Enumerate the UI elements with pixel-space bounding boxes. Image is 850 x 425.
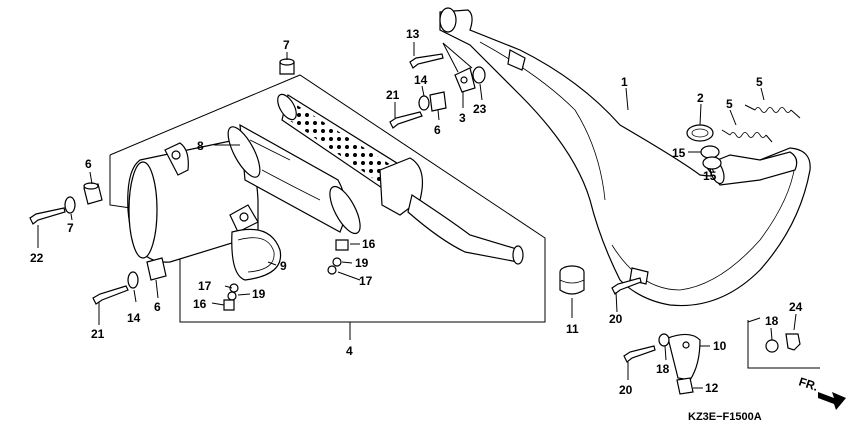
- spring-5a: [744, 104, 801, 119]
- bolt-21-lower: [92, 285, 129, 305]
- callout-1: 1: [621, 75, 628, 89]
- callout-2: 2: [697, 91, 704, 105]
- collar-18-mid: [658, 333, 670, 347]
- bolt-13: [409, 53, 444, 69]
- expansion-chamber: [439, 7, 811, 307]
- callout-3: 3: [459, 111, 466, 125]
- nut-24-detail: [785, 333, 801, 351]
- front-direction-arrow-icon: [818, 392, 846, 410]
- bolt-20-lower: [623, 345, 656, 363]
- grommet-7-top: [279, 58, 295, 75]
- o-ring-15a: [700, 145, 720, 159]
- muffler-outer-shell: [127, 139, 259, 263]
- callout-24: 24: [789, 300, 803, 314]
- callout-12: 12: [705, 381, 719, 395]
- callout-11: 11: [566, 322, 579, 336]
- callout-16a: 16: [362, 237, 376, 251]
- collar-23: [472, 66, 486, 84]
- callout-13: 13: [406, 27, 420, 41]
- muffler-assembly-outline: [109, 74, 546, 340]
- callout-7a: 7: [283, 38, 290, 52]
- washer-14-lower: [127, 271, 139, 289]
- leader-lines: [37, 42, 797, 389]
- washer-14-top: [418, 95, 430, 111]
- detail-box: [747, 317, 820, 369]
- callout-19b: 19: [252, 287, 266, 301]
- callout-4: 4: [346, 344, 353, 358]
- grommet-6-lower: [146, 257, 167, 281]
- grommet-11: [559, 265, 585, 295]
- callout-18b: 18: [765, 314, 779, 328]
- hardware-16-19-17-left: [223, 283, 239, 311]
- callout-15a: 15: [672, 146, 686, 160]
- callout-20b: 20: [619, 383, 633, 397]
- o-ring-15b: [702, 156, 722, 170]
- bolt-20-upper: [611, 277, 642, 295]
- muffler-inner-pipe: [227, 123, 361, 235]
- callout-19a: 19: [355, 256, 369, 270]
- stay-10: [667, 333, 701, 381]
- callout-5a: 5: [756, 75, 763, 89]
- diagram-code: KZ3E−F1500A: [688, 411, 762, 423]
- collar-18-detail: [765, 339, 779, 353]
- grommet-6-top: [429, 91, 447, 112]
- callout-21a: 21: [386, 88, 400, 102]
- hardware-16-19-17-right: [327, 239, 349, 275]
- callout-5b: 5: [726, 97, 733, 111]
- washer-7-left: [64, 196, 76, 214]
- exhaust-gasket-2: [686, 124, 714, 142]
- callout-21b: 21: [91, 327, 105, 341]
- callout-labels: 1 2 3 4 5 5 6 6 6 7 7 8 9 10 11 12 13 14…: [30, 27, 803, 397]
- grommet-6-left: [83, 182, 103, 205]
- callout-18a: 18: [656, 362, 670, 376]
- muffler-band: [231, 228, 282, 281]
- callout-20a: 20: [609, 312, 623, 326]
- callout-6c: 6: [434, 123, 441, 137]
- callout-6b: 6: [154, 300, 161, 314]
- callout-17a: 17: [359, 274, 373, 288]
- perforated-pipe: [277, 93, 524, 265]
- callout-6a: 6: [85, 157, 92, 171]
- callout-8: 8: [197, 139, 204, 153]
- callout-23: 23: [473, 102, 487, 116]
- stay-3: [454, 67, 476, 93]
- callout-10: 10: [713, 339, 727, 353]
- callout-17b: 17: [198, 279, 212, 293]
- callout-14a: 14: [414, 73, 428, 87]
- bolt-22: [29, 207, 66, 225]
- direction-label: FR.: [797, 375, 820, 394]
- spring-5b: [721, 129, 773, 143]
- clip-12: [676, 377, 694, 395]
- callout-16b: 16: [193, 297, 207, 311]
- callout-22: 22: [30, 251, 44, 265]
- callout-9: 9: [280, 259, 287, 273]
- callout-15b: 15: [703, 169, 717, 183]
- callout-7b: 7: [67, 221, 74, 235]
- bolt-21-top: [389, 111, 423, 129]
- callout-14b: 14: [127, 311, 141, 325]
